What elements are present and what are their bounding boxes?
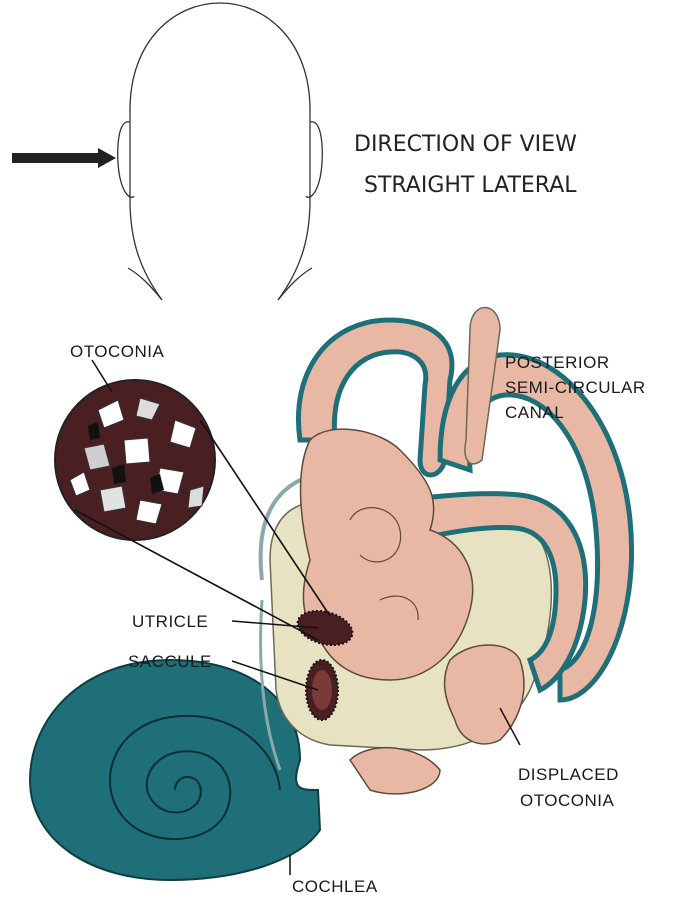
label-cochlea: COCHLEA: [292, 877, 378, 896]
label-displaced-line1: DISPLACED: [518, 765, 619, 784]
label-posterior-line3: CANAL: [505, 403, 564, 422]
caption-line-2: STRAIGHT LATERAL: [364, 173, 577, 198]
label-posterior-line1: POSTERIOR: [505, 353, 610, 372]
label-utricle: UTRICLE: [132, 612, 208, 631]
label-otoconia: OTOCONIA: [70, 342, 165, 361]
label-saccule: SACCULE: [128, 652, 212, 671]
direction-arrow: [12, 148, 116, 168]
label-displaced-line2: OTOCONIA: [520, 791, 615, 810]
head-outline: [118, 3, 323, 300]
label-posterior-line2: SEMI-CIRCULAR: [505, 378, 646, 397]
otoconia-zoom-circle: [55, 380, 215, 540]
saccule-macula: [306, 660, 338, 720]
caption-line-1: DIRECTION OF VIEW: [354, 132, 577, 157]
